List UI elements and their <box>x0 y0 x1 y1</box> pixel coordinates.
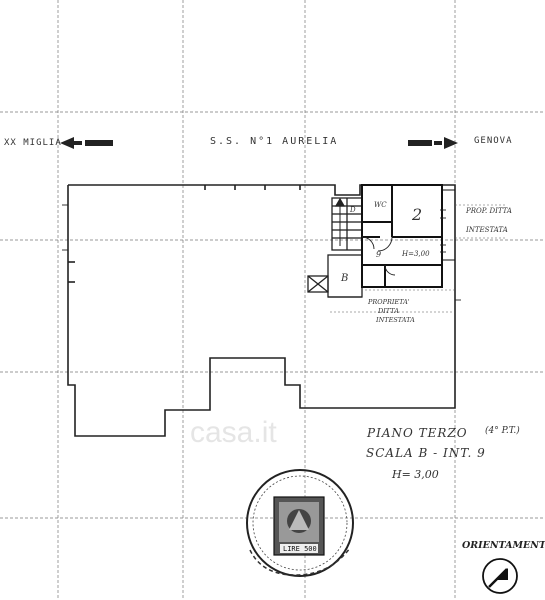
road-label-right: GENOVA <box>474 136 513 146</box>
stamp-price: LIRE 500 <box>283 545 317 553</box>
doors-windows <box>62 204 461 301</box>
room-label-9: 9 <box>376 250 382 259</box>
intestata-label: INTESTATA <box>466 226 508 234</box>
proprieta-label-2: DITTA <box>378 307 399 315</box>
neighbour-hatch <box>330 204 505 313</box>
watermark: casa.it <box>190 416 277 449</box>
room-label-2: 2 <box>412 205 423 224</box>
room-label-wc: WC <box>374 201 387 209</box>
revenue-stamp <box>246 469 354 577</box>
caption-stair-unit: SCALA B - INT. 9 <box>366 446 486 460</box>
compass-icon <box>482 558 518 594</box>
caption-floor-note: (4° P.T.) <box>485 426 520 436</box>
road-arrows <box>60 137 458 149</box>
road-label-center: S.S. N°1 AURELIA <box>210 136 339 147</box>
prop-ditta-label: PROP. DITTA <box>466 207 512 215</box>
proprieta-label-3: INTESTATA <box>376 316 415 324</box>
building-outline <box>67 184 456 437</box>
room-height-label: H=3,00 <box>402 250 430 258</box>
proprieta-label-1: PROPRIETA' <box>368 298 410 306</box>
caption-floor: PIANO TERZO <box>367 426 468 440</box>
caption-height: H= 3,00 <box>392 468 439 481</box>
orientation-label: ORIENTAMENTO <box>462 540 545 551</box>
road-label-left: XX MIGLIA <box>4 138 62 148</box>
stair-label-b: B <box>341 273 349 284</box>
apartment-int-9 <box>361 184 455 288</box>
stair-label-d: D <box>350 206 356 214</box>
